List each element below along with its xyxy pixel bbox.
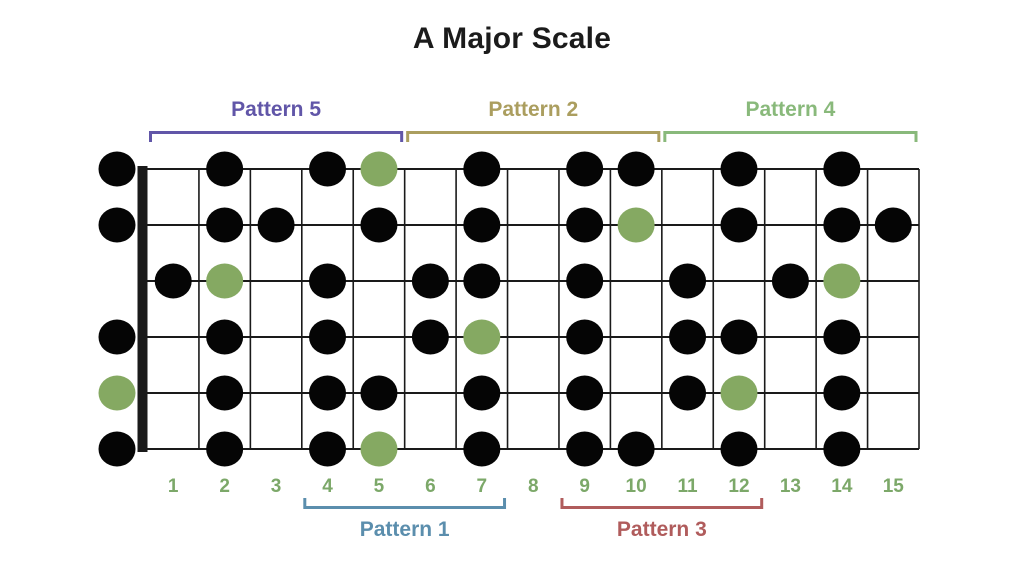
note-dot — [206, 207, 244, 243]
note-dot — [463, 375, 501, 411]
note-dot — [309, 151, 347, 187]
pattern-label: Pattern 5 — [231, 98, 321, 121]
note-dot — [411, 319, 449, 355]
pattern-bracket — [149, 131, 404, 142]
fret-number: 14 — [831, 476, 853, 497]
note-dot — [669, 263, 707, 299]
note-dot — [823, 207, 861, 243]
note-dot — [669, 375, 707, 411]
note-dot — [617, 151, 655, 187]
root-note-dot — [617, 207, 655, 243]
pattern-bracket — [303, 498, 507, 509]
fret-number: 2 — [219, 476, 230, 497]
fret-number: 6 — [425, 476, 436, 497]
pattern-bracket — [663, 131, 918, 142]
note-dot — [823, 431, 861, 467]
note-dot — [669, 319, 707, 355]
note-dot — [566, 375, 604, 411]
note-dot — [720, 431, 758, 467]
note-dot — [720, 207, 758, 243]
root-note-dot — [206, 263, 244, 299]
pattern-label: Pattern 4 — [745, 98, 835, 121]
page-title: A Major Scale — [412, 22, 612, 55]
note-dot — [206, 375, 244, 411]
root-note-dot — [360, 431, 398, 467]
root-note-dot — [98, 375, 136, 411]
note-dot — [823, 375, 861, 411]
root-note-dot — [463, 319, 501, 355]
fret-number: 7 — [477, 476, 488, 497]
root-note-dot — [360, 151, 398, 187]
note-dot — [309, 431, 347, 467]
note-dot — [463, 207, 501, 243]
root-note-dot — [720, 375, 758, 411]
note-dot — [206, 319, 244, 355]
note-dot — [566, 207, 604, 243]
note-dot — [206, 151, 244, 187]
fret-number: 1 — [168, 476, 179, 497]
note-dot — [566, 263, 604, 299]
note-dot — [309, 319, 347, 355]
fret-number: 9 — [579, 476, 590, 497]
note-dot — [720, 151, 758, 187]
note-dot — [206, 431, 244, 467]
fret-number: 4 — [322, 476, 333, 497]
root-note-dot — [823, 263, 861, 299]
fret-number: 3 — [271, 476, 282, 497]
note-dot — [823, 151, 861, 187]
note-dot — [257, 207, 295, 243]
note-dot — [617, 431, 655, 467]
pattern-bracket — [406, 131, 661, 142]
note-dot — [566, 319, 604, 355]
note-dot — [98, 431, 136, 467]
note-dot — [360, 375, 398, 411]
note-dot — [309, 375, 347, 411]
pattern-label: Pattern 1 — [360, 518, 450, 541]
fret-number: 12 — [728, 476, 749, 497]
fret-number: 5 — [374, 476, 385, 497]
note-dot — [823, 319, 861, 355]
note-dot — [360, 207, 398, 243]
note-dot — [98, 207, 136, 243]
note-dot — [720, 319, 758, 355]
note-dot — [154, 263, 192, 299]
fret-number: 15 — [883, 476, 905, 497]
pattern-label: Pattern 2 — [488, 98, 578, 121]
note-dot — [771, 263, 809, 299]
note-dot — [874, 207, 912, 243]
pattern-bracket — [560, 498, 764, 509]
fret-number: 10 — [626, 476, 647, 497]
note-dot — [463, 263, 501, 299]
note-dot — [309, 263, 347, 299]
note-dot — [566, 151, 604, 187]
note-dot — [463, 151, 501, 187]
note-dot — [411, 263, 449, 299]
note-dot — [566, 431, 604, 467]
note-dot — [463, 431, 501, 467]
note-dot — [98, 319, 136, 355]
fret-number: 11 — [678, 476, 699, 497]
pattern-label: Pattern 3 — [617, 518, 707, 541]
nut — [137, 166, 148, 452]
fret-number: 8 — [528, 476, 539, 497]
fret-number: 13 — [780, 476, 801, 497]
note-dot — [98, 151, 136, 187]
